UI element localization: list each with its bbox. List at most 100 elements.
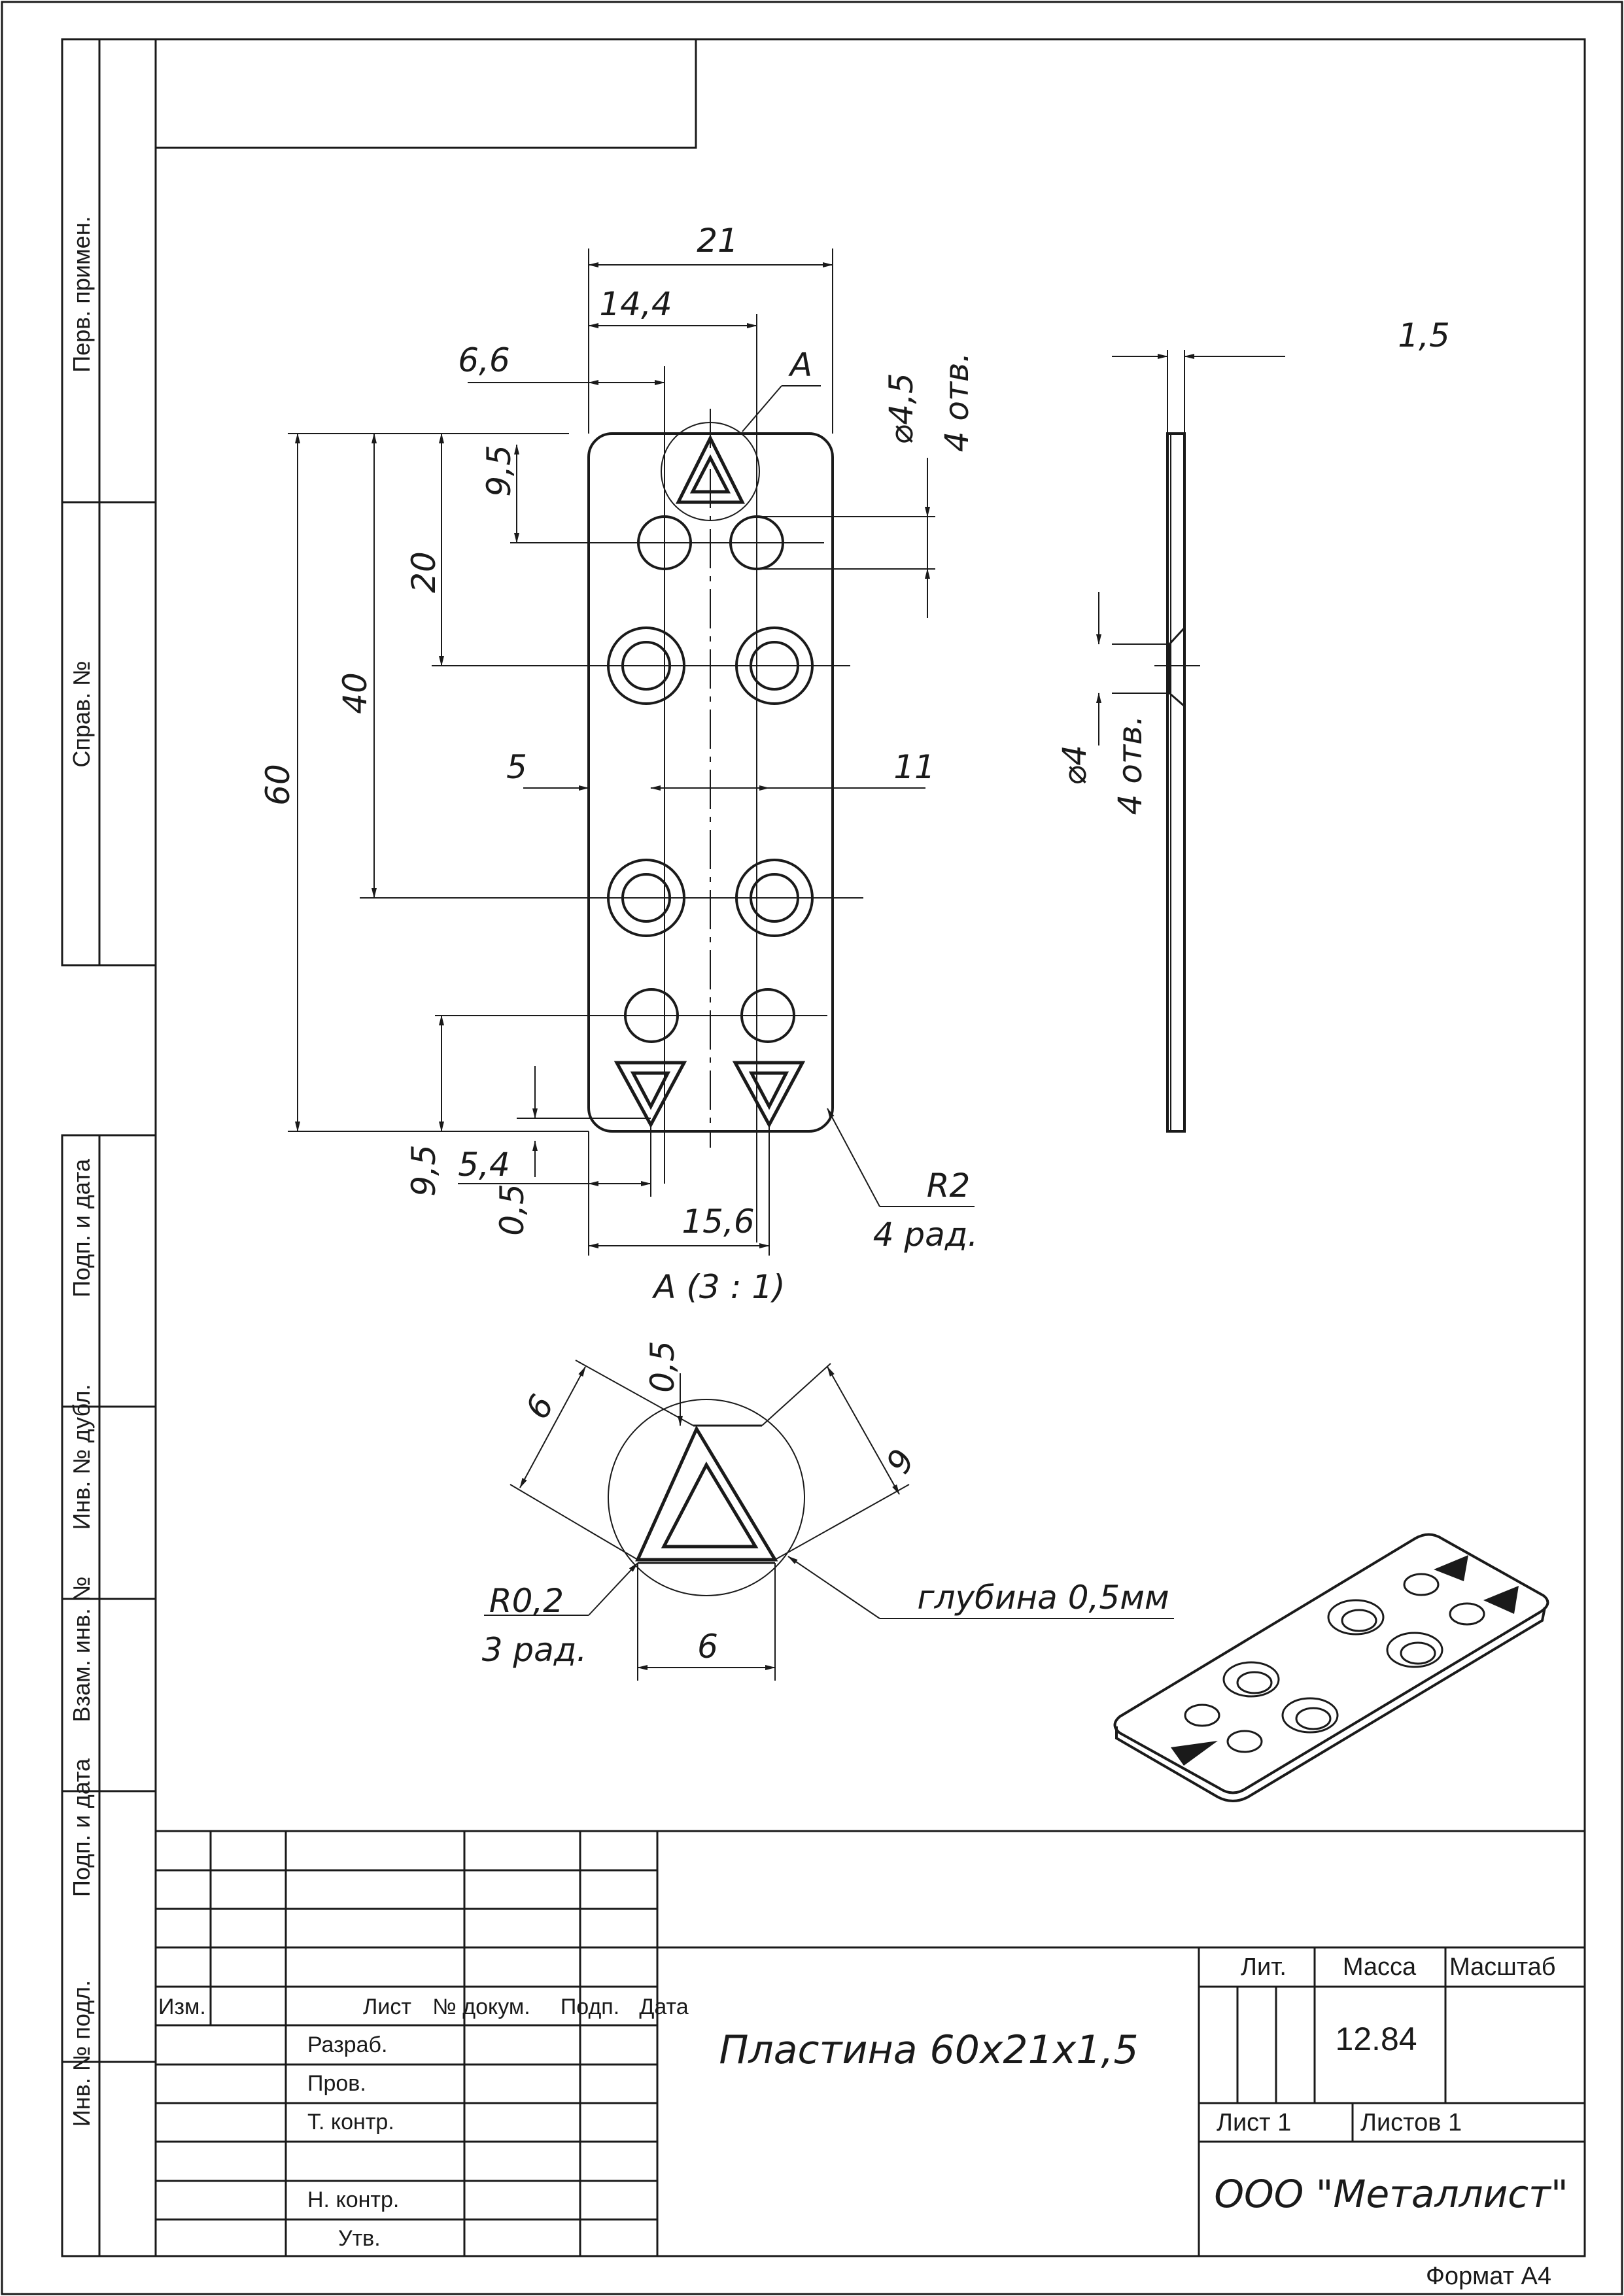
detail-radius-count: 3 рад. <box>482 1631 587 1669</box>
side-label-inv-podl: Инв. № подл. <box>68 1980 95 2127</box>
dim-side-hole-dia: 4 <box>1056 745 1094 766</box>
dim-15-6: 15,6 <box>682 1203 754 1241</box>
isometric-view <box>1113 1533 1549 1802</box>
detail-radius: R0,2 <box>489 1582 564 1620</box>
diameter-symbol: ⌀ <box>1056 766 1094 785</box>
format-label: Формат A4 <box>1426 2263 1551 2290</box>
iso-triangle <box>1171 1741 1218 1766</box>
side-column <box>61 38 157 2257</box>
detail-view-circle <box>608 1399 805 1596</box>
iso-hole <box>1281 1697 1339 1734</box>
lit-label: Лит. <box>1241 1953 1287 1981</box>
iso-hole <box>1400 1641 1436 1665</box>
svg-text:⌀4: ⌀4 <box>1056 745 1094 785</box>
triangle-down-outer <box>613 1061 687 1129</box>
dim-R2-count: 4 рад. <box>873 1216 978 1254</box>
title-block <box>156 1830 1585 2256</box>
side-label-podp-data-1: Подп. и дата <box>68 1158 95 1297</box>
col-dokum: № докум. <box>432 1995 530 2019</box>
detail-dim-6-right: 6 <box>878 1442 921 1479</box>
side-view: 1,5 ⌀4 4 отв. <box>1056 317 1450 1133</box>
hole-small <box>740 988 795 1043</box>
dim-11: 11 <box>893 748 935 786</box>
dim-21: 21 <box>697 222 738 260</box>
dim-14-4: 14,4 <box>599 285 672 323</box>
label-A: A <box>788 346 812 384</box>
col-podp: Подп. <box>561 1995 619 2019</box>
iso-hole-small <box>1184 1704 1220 1727</box>
hole-counterbore <box>607 859 685 937</box>
iso-hole-small <box>1226 1730 1263 1753</box>
dim-side-hole-count: 4 отв. <box>1111 715 1149 815</box>
centerlines <box>360 320 863 1242</box>
main-view: 21 14,4 6,6 A 9,5 20 40 60 5 11 9,5 5,4 … <box>259 222 978 1256</box>
hole-counterbore-inner <box>750 873 799 923</box>
detail-depth-note: глубина 0,5мм <box>917 1579 1169 1617</box>
dim-20: 20 <box>405 551 443 593</box>
dimension-lines <box>288 248 975 1256</box>
dim-hole-count: 4 отв. <box>938 352 976 453</box>
side-label-perv-primen: Перв. примен. <box>68 216 95 372</box>
row-utv: Утв. <box>338 2226 381 2251</box>
iso-hole <box>1386 1632 1443 1668</box>
massa-label: Масса <box>1343 1953 1417 1981</box>
detail-dim-6-bottom: 6 <box>697 1628 718 1666</box>
col-data: Дата <box>639 1995 688 2019</box>
side-label-inv-dubl: Инв. № дубл. <box>68 1384 95 1530</box>
detail-triangle-outer <box>635 1425 778 1562</box>
hole-small <box>637 515 692 570</box>
sheets-label: Листов 1 <box>1360 2109 1462 2136</box>
dim-60: 60 <box>259 764 297 806</box>
organization: ООО "Металлист" <box>1214 2172 1568 2216</box>
side-label-sprav-no: Справ. № <box>68 660 95 767</box>
triangle-down-inner <box>630 1071 671 1110</box>
detail-triangle-inner <box>661 1461 759 1549</box>
dim-thickness: 1,5 <box>1398 317 1450 354</box>
dim-9-5-bottom: 9,5 <box>405 1144 443 1197</box>
iso-hole-small <box>1449 1602 1485 1626</box>
triangle-down-outer <box>732 1061 806 1129</box>
iso-plate-edge <box>1115 1607 1546 1802</box>
iso-triangle <box>1434 1555 1468 1581</box>
dim-9-5-top: 9,5 <box>480 445 518 497</box>
side-plate <box>1166 432 1186 1133</box>
side-label-podp-data-2: Подп. и дата <box>68 1758 95 1897</box>
hole-counterbore-inner <box>621 873 671 923</box>
iso-hole <box>1236 1671 1273 1694</box>
triangle-down-inner <box>748 1071 789 1110</box>
hole-counterbore <box>735 626 814 705</box>
hole-counterbore-inner <box>750 641 799 691</box>
sheet-label: Лист 1 <box>1217 2109 1291 2136</box>
triangle-up-inner <box>689 454 731 494</box>
detail-view: A (3 : 1) 0,5 6 6 6 R0,2 <box>482 1268 1174 1681</box>
col-list: Лист <box>363 1995 411 2019</box>
row-nkontr: Н. контр. <box>307 2187 399 2212</box>
iso-triangle <box>1483 1586 1519 1614</box>
side-labels: Перв. примен. Справ. № Подп. и дата Инв.… <box>68 216 95 2127</box>
hole-counterbore <box>735 859 814 937</box>
dim-5-4: 5,4 <box>458 1146 510 1184</box>
dim-40: 40 <box>336 672 374 714</box>
detail-circle <box>661 422 760 521</box>
row-razrab: Разраб. <box>307 2032 387 2057</box>
iso-hole <box>1341 1609 1377 1632</box>
iso-hole <box>1327 1599 1385 1636</box>
row-prov: Пров. <box>307 2071 366 2096</box>
dim-R2: R2 <box>927 1167 971 1205</box>
col-izm: Изм. <box>158 1995 206 2019</box>
dim-hole-dia: 4,5 <box>882 373 920 425</box>
triangle-marks <box>613 434 806 1129</box>
designation: Пластина 60х21х1,5 <box>719 2027 1138 2073</box>
detail-dim-0-5: 0,5 <box>644 1341 682 1393</box>
masshtab-label: Масштаб <box>1449 1953 1556 1981</box>
dim-5: 5 <box>506 748 527 786</box>
detail-dim-6-left: 6 <box>518 1388 561 1426</box>
dimension-texts: 21 14,4 6,6 A 9,5 20 40 60 5 11 9,5 5,4 … <box>259 222 978 1254</box>
title-block-texts: Изм. Лист № докум. Подп. Дата Разраб. Пр… <box>158 1953 1568 2251</box>
row-tkontr: Т. контр. <box>307 2110 394 2134</box>
hole-dia-note: ⌀4,5 <box>882 373 920 445</box>
massa-value: 12.84 <box>1335 2021 1417 2057</box>
iso-hole <box>1222 1661 1280 1698</box>
dim-0-5: 0,5 <box>493 1184 531 1236</box>
diameter-symbol: ⌀ <box>882 425 920 445</box>
